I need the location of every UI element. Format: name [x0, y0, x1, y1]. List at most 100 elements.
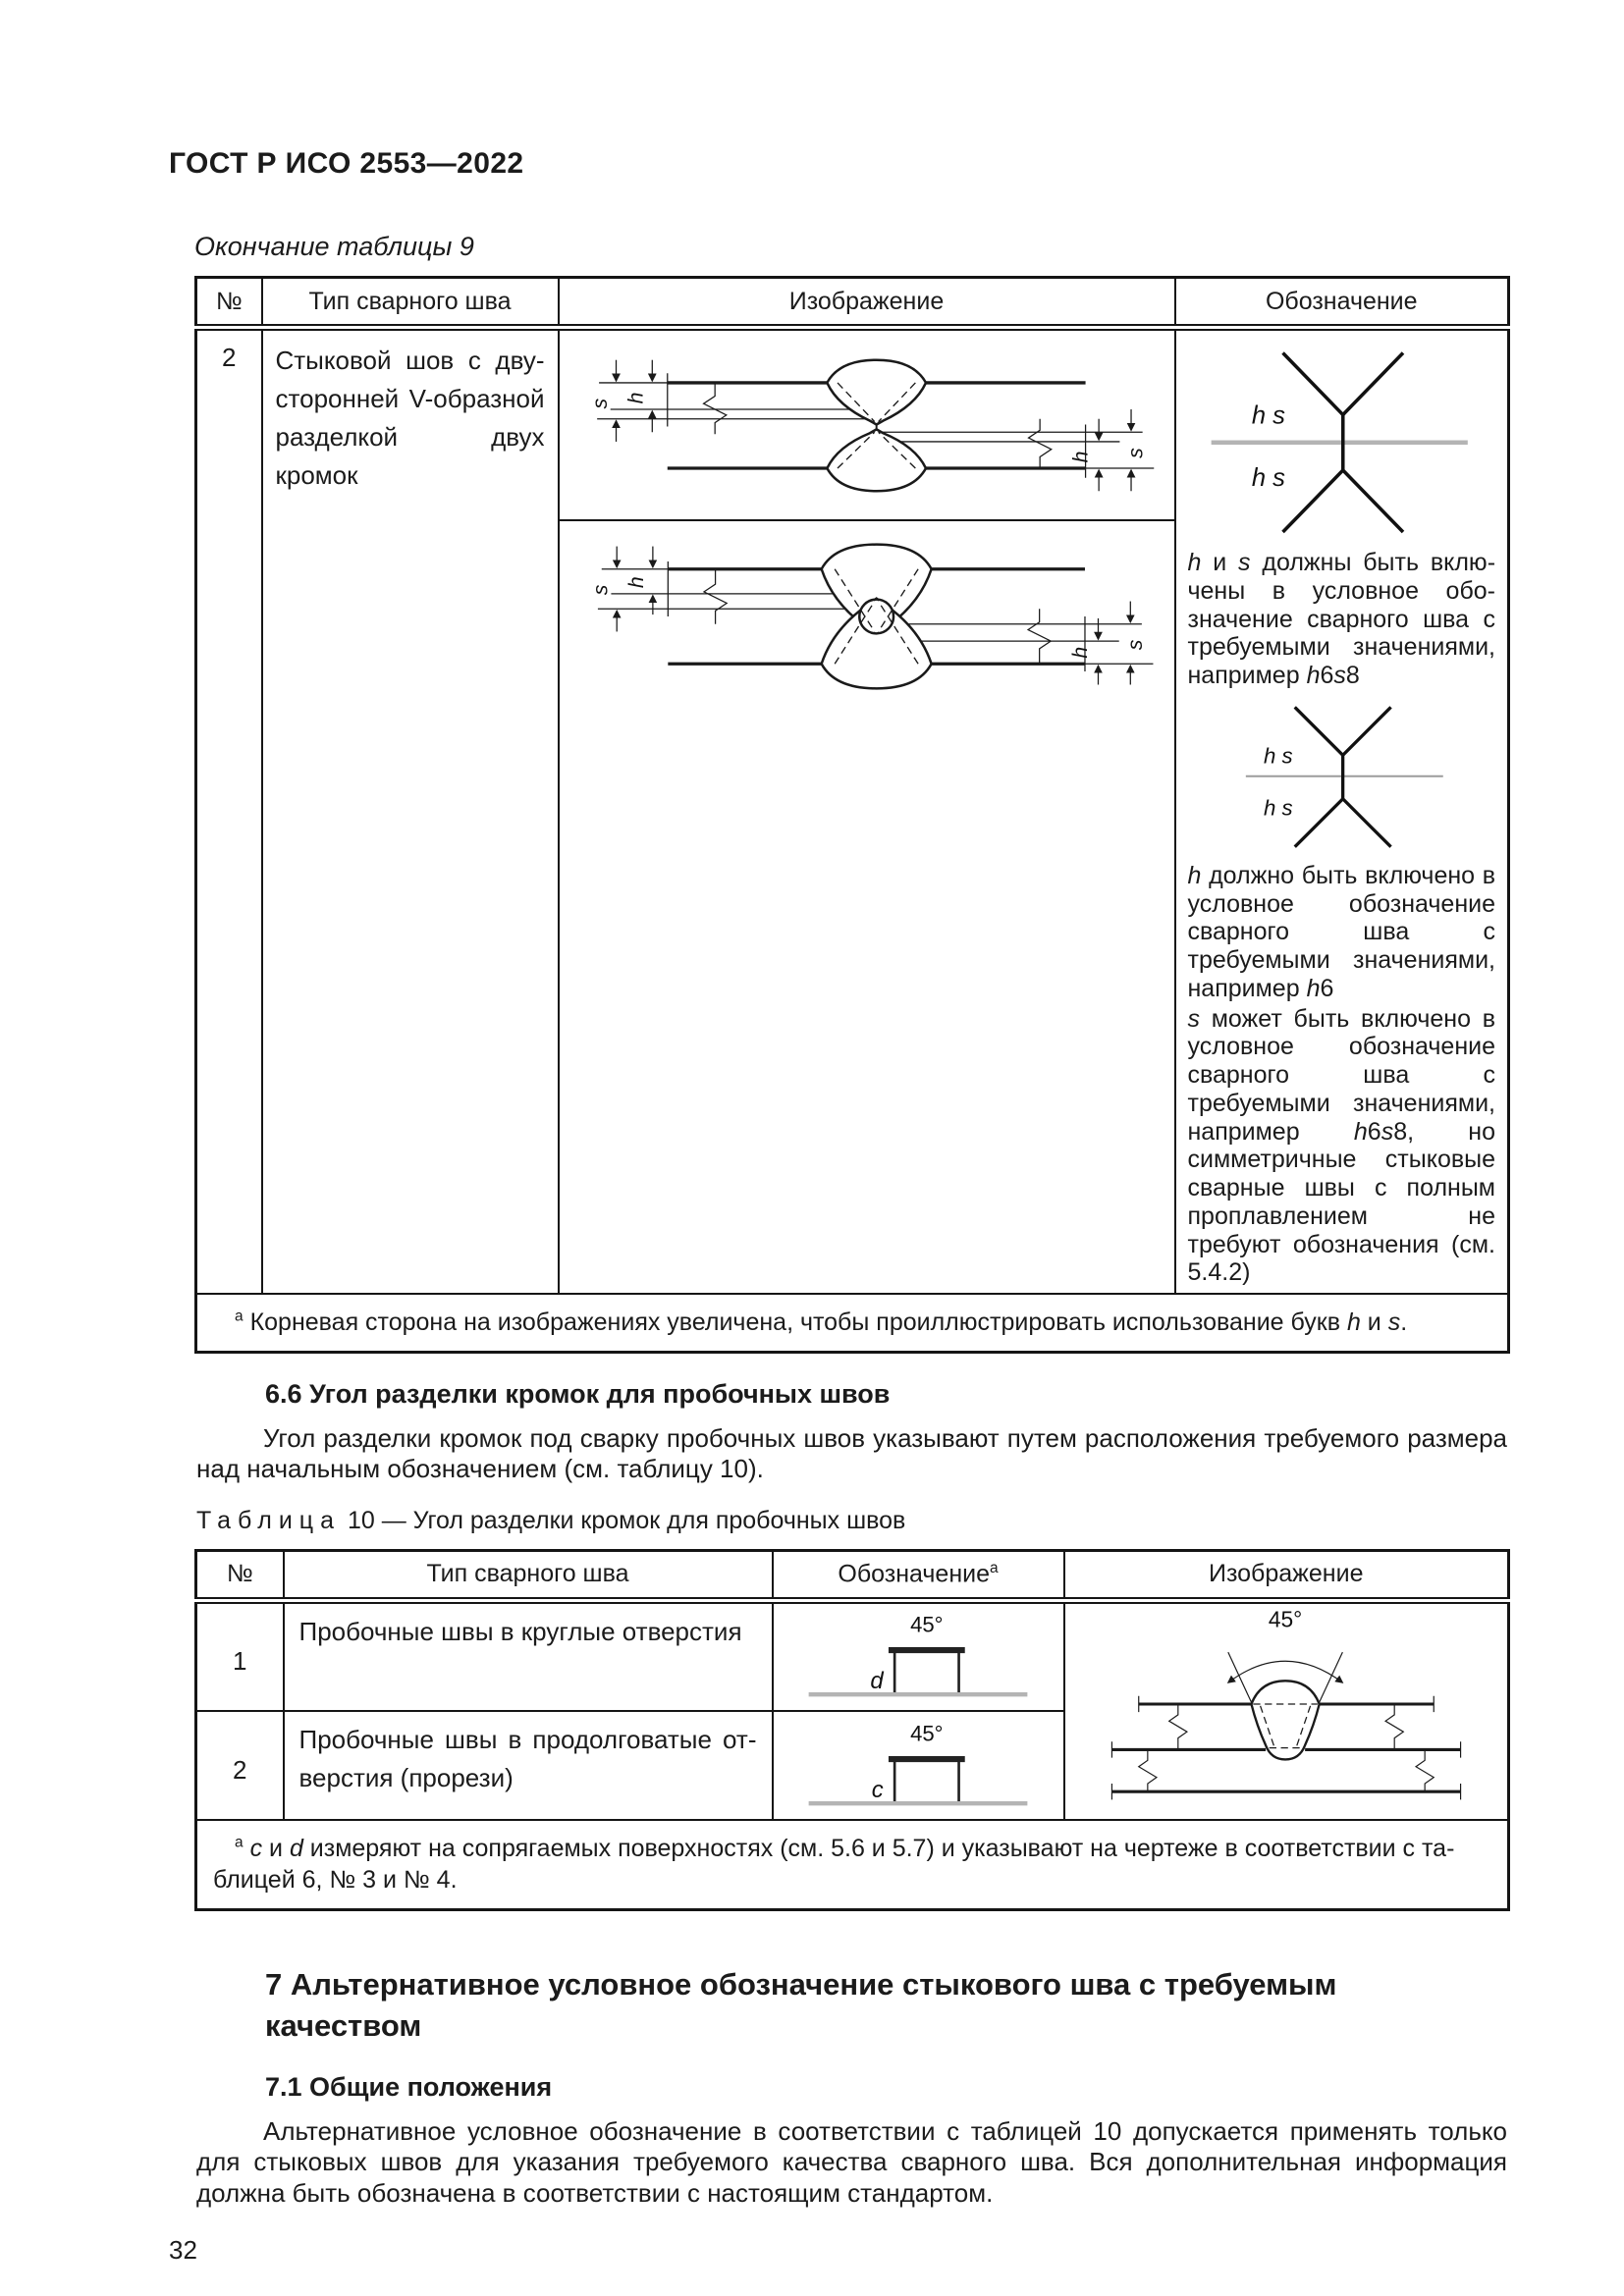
symbol-label-hs-top: h s [1264, 743, 1293, 768]
groove-face-dashed-lines [837, 382, 916, 469]
weld-type-text: Пробочные швы в продолговатые от­верстия… [298, 1725, 757, 1793]
section-7-title: 7 Альтернативное условное обозначение ст… [265, 1966, 1337, 2043]
dim-label-s: s [589, 584, 612, 595]
designation-cell: h s h s h и s должны быть вклю­чены в ус… [1173, 326, 1510, 1295]
symbol-label-d: d [870, 1668, 884, 1694]
weld-type-cell: Пробочные швы в продолговатые от­верстия… [282, 1710, 774, 1821]
table9-footnote: а Корневая сторона на изображениях увели… [213, 1307, 1493, 1339]
doc-standard-number: ГОСТ Р ИСО 2553—2022 [169, 147, 524, 180]
table9-header-type: Тип сварного шва [260, 276, 560, 331]
symbol-label-hs-bottom: h s [1252, 464, 1285, 492]
section-7-1-title: 7.1 Общие положения [265, 2071, 553, 2102]
row-number: 2 [194, 1710, 285, 1821]
table10-header-image: Изображение [1062, 1549, 1510, 1604]
dimension-arrows [612, 546, 1135, 685]
weld-type-text: Пробочные швы в круглые отверстия [298, 1616, 742, 1646]
plug-weld-bead [1249, 1680, 1321, 1761]
angle-label: 45° [910, 1721, 943, 1745]
symbol-label-hs-bottom: h s [1264, 795, 1293, 820]
footnote-text: Корневая сторона на изображениях увеличе… [249, 1308, 1408, 1336]
table10-header-row: № Тип сварного шва Обозначениеа Изображе… [194, 1549, 1510, 1604]
weld-drawing-2-area: s h s h [560, 521, 1174, 698]
plug-weld-image-cell: 45° [1062, 1599, 1510, 1821]
table10-header-num: № [194, 1549, 285, 1604]
footnote-text: c и d измеряют на сопрягаемых поверхност… [213, 1834, 1455, 1895]
table10-caption-word: Таблица [196, 1506, 342, 1534]
footnote-marker: а [235, 1308, 244, 1325]
root-overlap-circle [857, 598, 894, 635]
plate-lines [1111, 1702, 1461, 1793]
weld-type-cell: Пробочные швы в круглые отверстия [282, 1599, 774, 1713]
double-v-weld-symbol-2: h s h s [1246, 705, 1444, 848]
weld-type-text: Стыковой шов с дву­сторонней V-образной … [275, 346, 545, 490]
bottom-weld-bead [825, 427, 927, 493]
table9-header-num: № [194, 276, 263, 331]
plate-end-ticks [1110, 1695, 1461, 1800]
angle-arc-arrow [1226, 1660, 1344, 1683]
symbol-label-c: c [872, 1777, 884, 1803]
table10-footnote-cell: а c и d измеряют на сопрягаемых поверхно… [194, 1818, 1510, 1911]
dim-label-s: s [1123, 639, 1146, 650]
designation-note-2a: h должно быть включено в условное обозна… [1187, 861, 1496, 1002]
footnote-marker: а [235, 1834, 244, 1851]
row-number: 1 [194, 1599, 285, 1713]
weld-type-cell: Стыковой шов с дву­сторонней V-образной … [260, 326, 560, 1295]
table9: № Тип сварного шва Изображение Обозначен… [194, 276, 1510, 1354]
top-weld-bead [825, 358, 927, 426]
table10: № Тип сварного шва Обозначениеа Изображе… [194, 1548, 1510, 1911]
header-text: Обозначение [838, 1560, 990, 1588]
designation-note-2b: s может быть включено в ус­ловное обозна… [1187, 1004, 1496, 1287]
angle-label: 45° [910, 1613, 943, 1637]
double-v-weld-drawing-overlapping-roots: s h s h [589, 543, 1153, 690]
plug-weld-symbol-round: 45° d [808, 1613, 1028, 1697]
table10-header-designation: Обозначениеа [771, 1549, 1065, 1604]
table9-row-2: 2 Стыковой шов с дву­сторонней V-образно… [194, 326, 1510, 1295]
table10-header-type: Тип сварного шва [282, 1549, 774, 1604]
dim-label-h: h [625, 576, 648, 588]
header-footnote-marker: а [990, 1560, 999, 1577]
table9-continuation-label: Окончание таблицы 9 [194, 232, 474, 261]
double-v-weld-symbol-1: h s h s [1211, 351, 1469, 534]
dim-label-h: h [623, 392, 647, 403]
dimension-arrows [611, 359, 1135, 492]
page-content: ГОСТ Р ИСО 2553—2022 Окончание таблицы 9… [169, 0, 1510, 2266]
plug-weld-symbol-cell-slot: 45° c [771, 1710, 1065, 1821]
table10-row-2: 2 Пробочные швы в продолговатые от­верст… [194, 1710, 1509, 1821]
plug-weld-symbol-slot: 45° c [808, 1721, 1028, 1806]
weld-image-cell: s h s h [557, 326, 1176, 1295]
table9-footnote-cell: а Корневая сторона на изображениях увели… [194, 1293, 1510, 1353]
table10-footnote-row: а c и d измеряют на сопрягаемых поверхно… [194, 1818, 1510, 1911]
dim-label-h: h [1068, 451, 1092, 462]
extension-lines [596, 373, 1154, 478]
dim-label-s: s [587, 399, 611, 409]
break-zigzag-lines [1137, 1703, 1435, 1792]
groove-face-dashed-lines [834, 568, 919, 665]
break-zigzag-lines [701, 382, 1053, 469]
table9-footnote-row: а Корневая сторона на изображениях увели… [194, 1293, 1510, 1353]
section-6-6-title: 6.6 Угол разделки кромок для пробочных ш… [265, 1378, 891, 1409]
angle-extension-lines [1227, 1651, 1343, 1703]
bottom-weld-bead [819, 597, 933, 690]
table9-header-designation: Обозначение [1173, 276, 1510, 331]
symbol-side-lines [893, 1758, 960, 1802]
dim-label-h: h [1068, 647, 1091, 659]
table10-row-1: 1 Пробочные швы в круглые отверстия 45° … [194, 1599, 1510, 1821]
plug-weld-symbol-cell-round: 45° d [771, 1599, 1065, 1713]
designation-note-1: h и s должны быть вклю­чены в условное о… [1187, 549, 1496, 689]
plate-surface-lines [667, 567, 1085, 666]
plate-surface-lines [667, 381, 1086, 470]
table10-caption: Таблица 10 — Угол разделки кромок для пр… [196, 1507, 1507, 1535]
row-number: 2 [194, 326, 263, 1295]
symbol-label-hs-top: h s [1252, 401, 1285, 429]
double-v-symbol [1281, 351, 1405, 534]
page-number: 32 [169, 2234, 197, 2265]
double-v-symbol [1293, 705, 1392, 848]
top-weld-bead [819, 543, 933, 636]
symbol-side-lines [893, 1650, 960, 1694]
double-v-weld-drawing-separated-roots: s h s h [587, 358, 1154, 493]
table9-header-row: № Тип сварного шва Изображение Обозначен… [194, 276, 1510, 331]
extension-lines [597, 561, 1153, 671]
table10-footnote: а c и d измеряют на сопрягаемых поверхно… [213, 1833, 1493, 1896]
table9-header-image: Изображение [557, 276, 1176, 331]
